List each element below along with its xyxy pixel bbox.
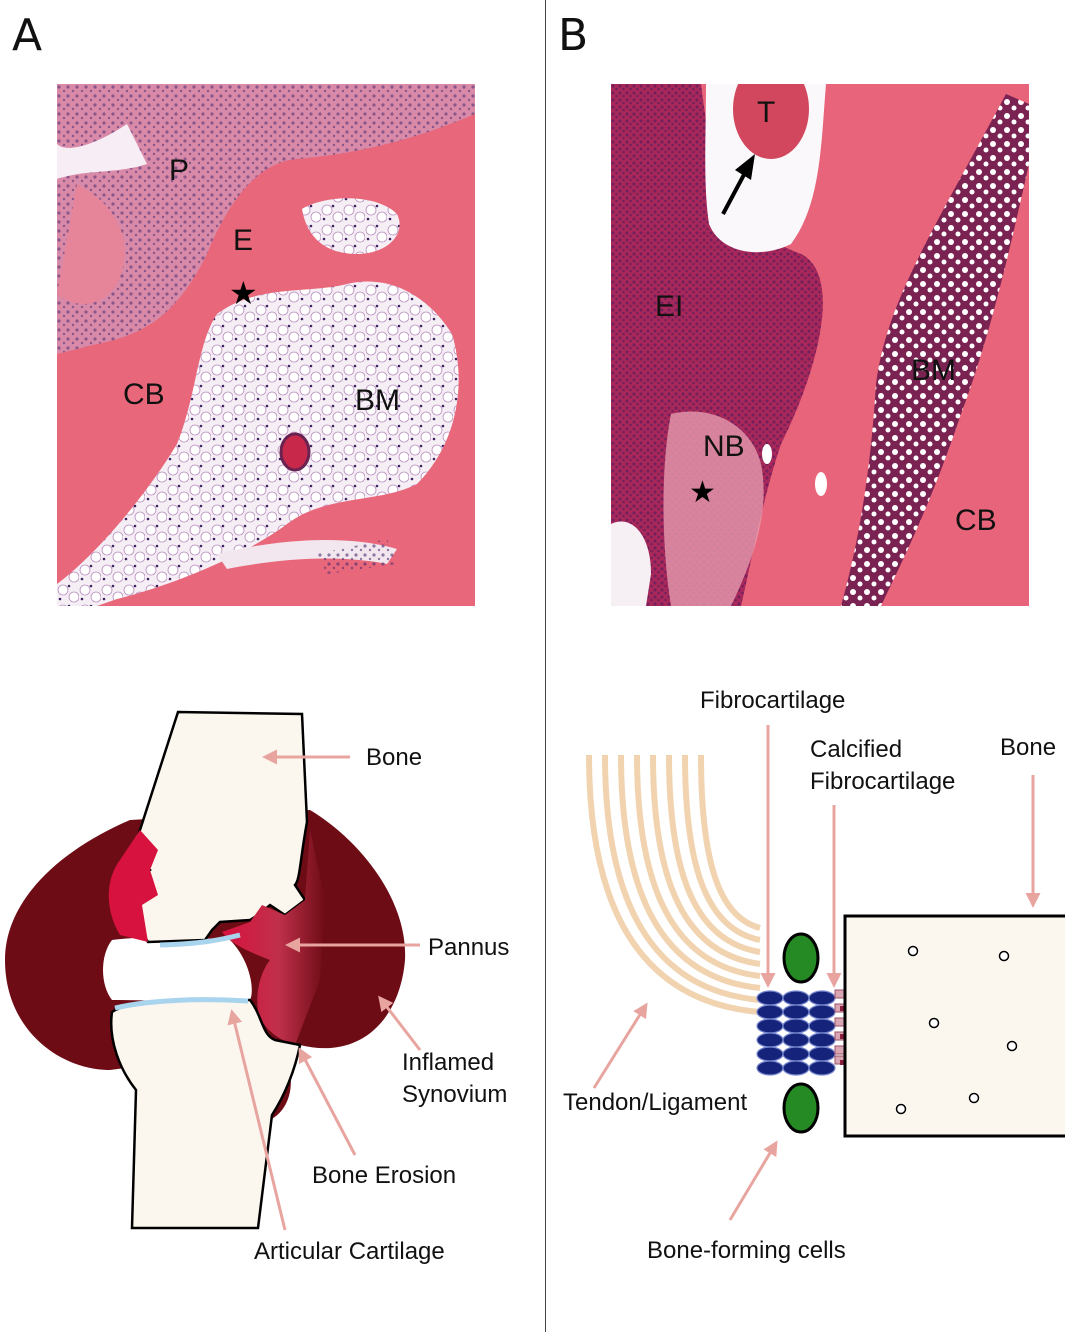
fibrocartilage-cells [757,991,835,1075]
label-articular-cartilage: Articular Cartilage [254,1238,445,1265]
bone-forming-cell-bottom [784,1084,818,1132]
tendon-fibres [589,755,760,1012]
bone-forming-cell-top [784,934,818,982]
label-bone-b: Bone [1000,734,1056,761]
label-inflamed-2: Synovium [402,1081,507,1108]
label-bone-erosion: Bone Erosion [312,1162,456,1189]
joint-diagram: Bone Pannus Inflamed Synovium Bone Erosi… [5,712,509,1265]
label-tendon-ligament: Tendon/Ligament [563,1089,747,1116]
upper-bone [138,712,307,942]
label-fibrocartilage: Fibrocartilage [700,687,845,714]
label-bone-a: Bone [366,744,422,771]
label-calcified-2: Fibrocartilage [810,768,955,795]
label-calcified-1: Calcified [810,736,902,763]
label-inflamed-1: Inflamed [402,1049,494,1076]
label-pannus: Pannus [428,934,509,961]
label-bone-forming-cells: Bone-forming cells [647,1237,846,1264]
enthesis-diagram: Fibrocartilage Calcified Fibrocartilage … [563,687,1065,1264]
bone-block [845,916,1065,1136]
